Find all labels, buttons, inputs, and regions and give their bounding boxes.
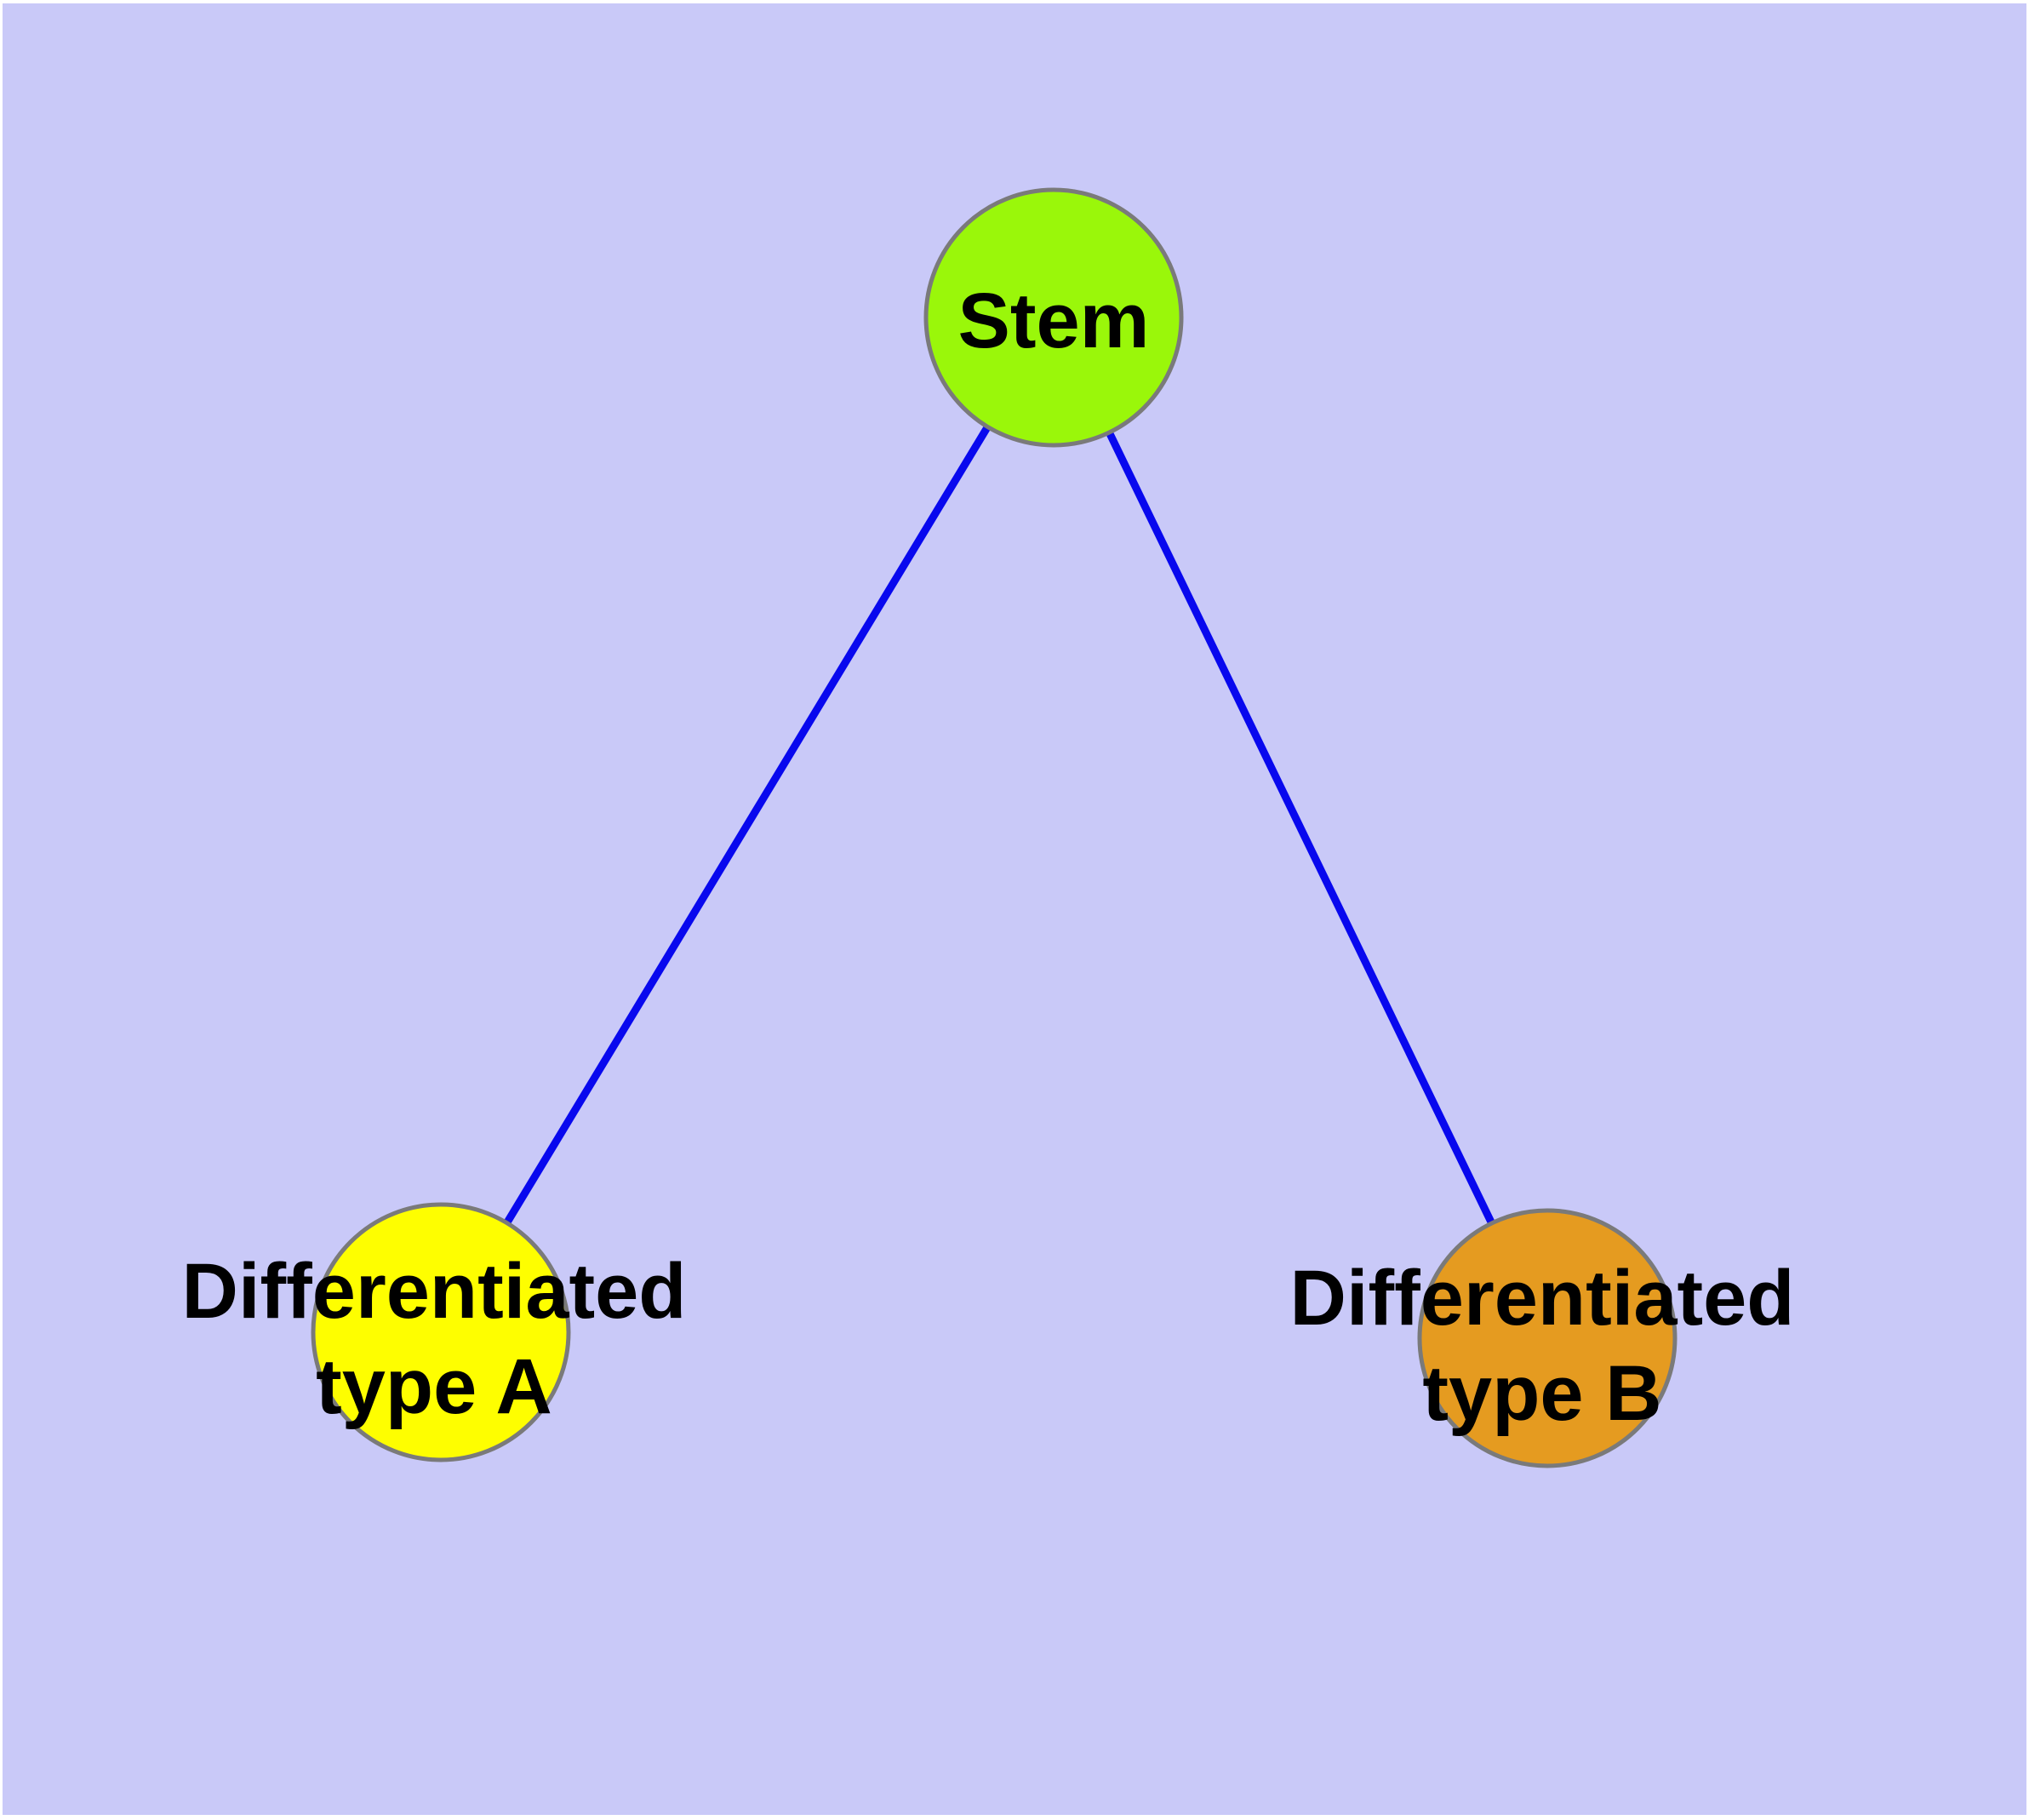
edge-stem-to-type-a (437, 315, 1057, 1335)
edge-stem-to-type-b (1049, 316, 1552, 1340)
type-a-node (311, 1202, 571, 1462)
type-a-node-label-line2: type A (316, 1343, 552, 1430)
type-b-node (1417, 1208, 1677, 1468)
type-b-node-label-line1: Differentiated (1290, 1255, 1795, 1342)
stem-node (923, 187, 1184, 448)
type-a-node-label-line1: Differentiated (182, 1248, 687, 1335)
type-b-node-label-line2: type B (1422, 1350, 1661, 1437)
stem-node-label: Stem (958, 278, 1150, 364)
